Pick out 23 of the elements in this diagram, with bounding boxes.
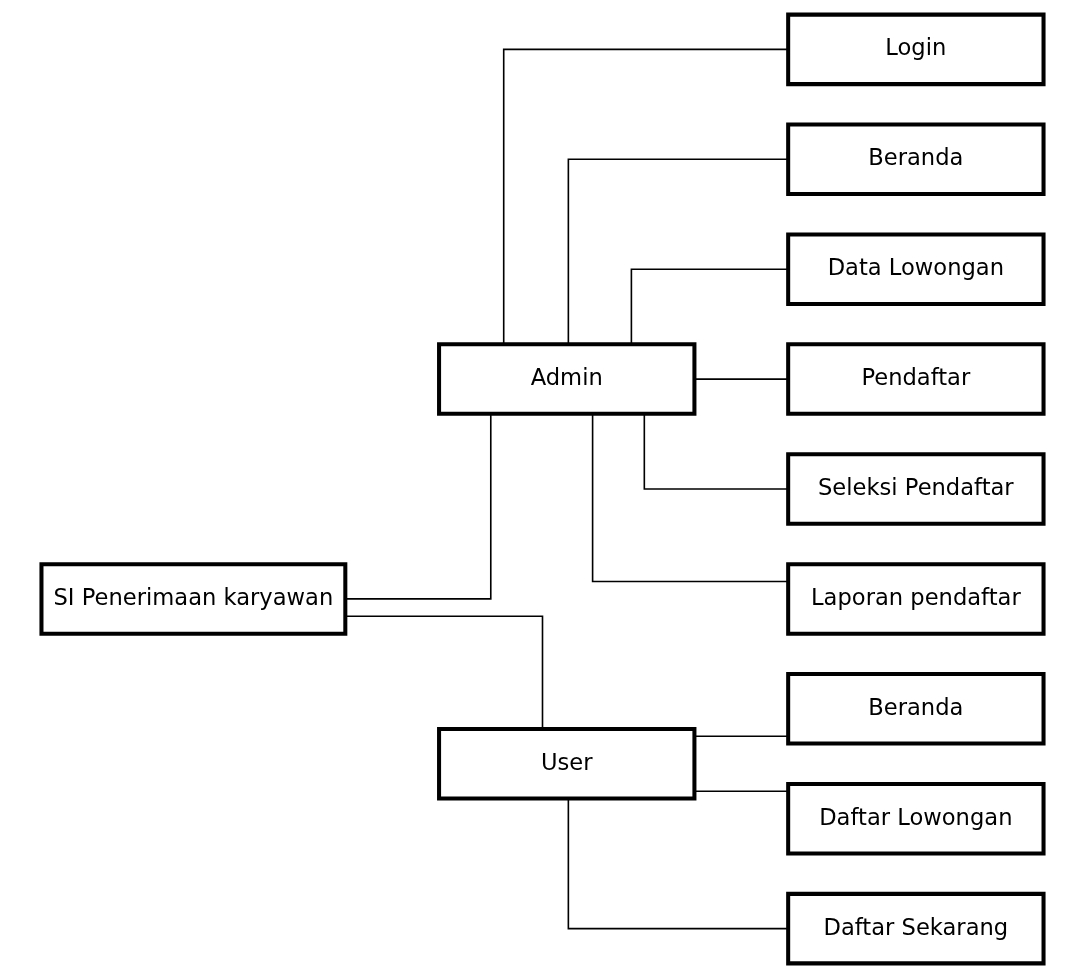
node-box: Login [786, 12, 1046, 87]
node-box: Beranda [786, 672, 1046, 746]
connector [630, 268, 789, 346]
connector [693, 790, 789, 793]
node-box: Laporan pendaftar [786, 562, 1046, 636]
node-box: Pendaftar [786, 342, 1046, 416]
connector [591, 413, 789, 583]
node-box: Beranda [786, 122, 1046, 197]
connector [567, 158, 789, 346]
node-box: User [437, 727, 697, 801]
connector [502, 48, 789, 345]
node-box: Daftar Lowongan [786, 781, 1046, 856]
connector [344, 615, 544, 730]
node-box: Admin [437, 342, 697, 416]
node-box: SI Penerimaan karyawan [39, 562, 348, 636]
node-box: Data Lowongan [786, 232, 1046, 306]
connector [693, 378, 789, 380]
node-box: Seleksi Pendaftar [786, 452, 1046, 526]
node-box: Daftar Sekarang [786, 891, 1046, 966]
connector [643, 413, 789, 490]
connector [693, 735, 789, 738]
connector [344, 413, 492, 600]
connector [567, 797, 789, 930]
